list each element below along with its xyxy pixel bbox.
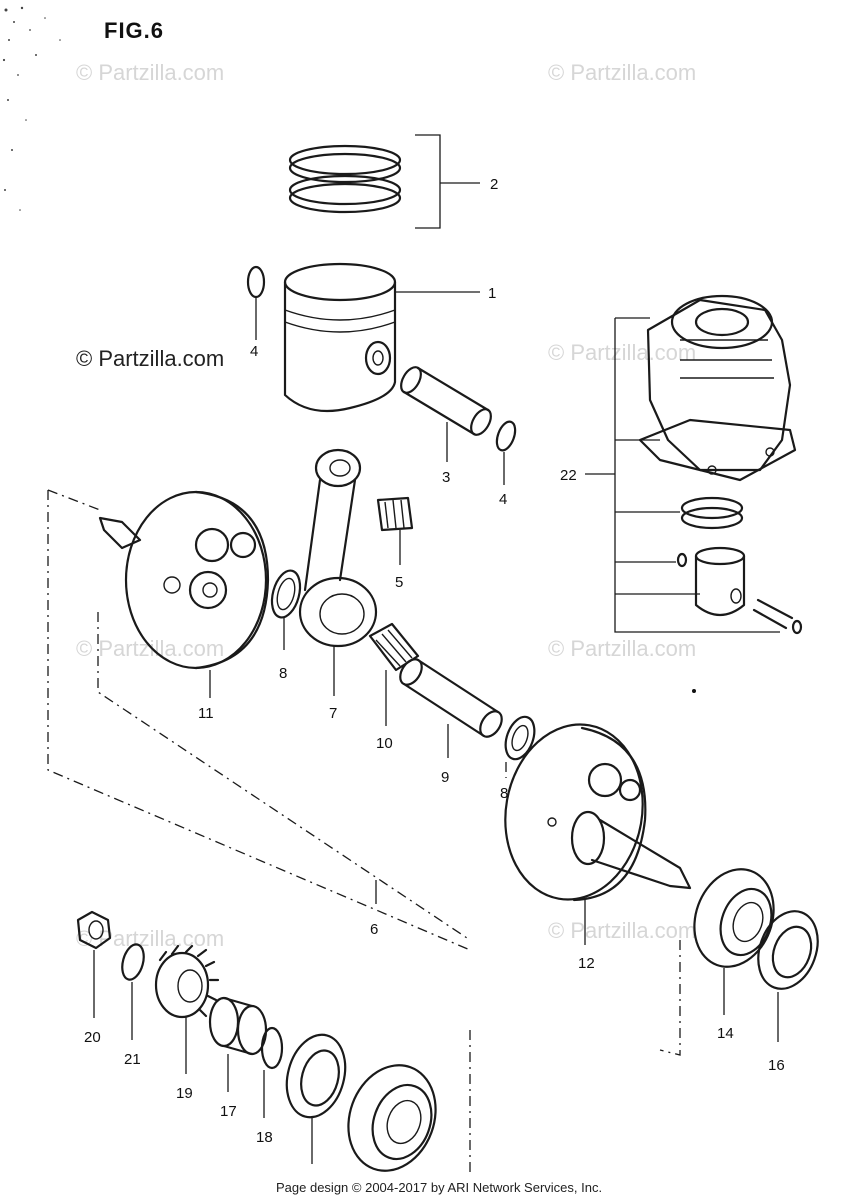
part-circlip-left — [246, 265, 266, 340]
watermark: © Partzilla.com — [76, 926, 224, 951]
callout-17: 17 — [220, 1103, 237, 1120]
part-crank-pin — [399, 658, 503, 758]
part-cylinder-kit — [585, 294, 803, 635]
watermark: © Partzilla.com — [548, 636, 696, 661]
scan-noise — [2, 6, 61, 211]
callout-16: 16 — [768, 1057, 785, 1074]
part-main-bearing-right — [693, 868, 775, 1015]
callout-18: 18 — [256, 1129, 273, 1146]
part-crank-left — [98, 490, 270, 698]
callout-12: 12 — [578, 955, 595, 972]
callout-4-right: 4 — [499, 491, 507, 508]
callout-6: 6 — [370, 921, 378, 938]
callout-9: 9 — [441, 769, 449, 786]
part-crank-right — [504, 723, 692, 945]
callout-14: 14 — [717, 1025, 734, 1042]
part-lock-washer — [121, 943, 145, 1040]
watermark: © Partzilla.com — [76, 60, 224, 85]
callout-19: 19 — [176, 1085, 193, 1102]
part-thrust-washer-right — [504, 715, 536, 778]
part-piston-pin — [400, 366, 492, 462]
callout-20: 20 — [84, 1029, 101, 1046]
part-thrust-washer-left — [270, 569, 302, 650]
copyright-footer: Page design © 2004-2017 by ARI Network S… — [276, 1180, 602, 1195]
watermark: © Partzilla.com — [76, 636, 224, 661]
callout-1: 1 — [488, 285, 496, 302]
callout-22: 22 — [560, 467, 577, 484]
callout-21: 21 — [124, 1051, 141, 1068]
callout-10: 10 — [376, 735, 393, 752]
part-o-ring — [260, 1026, 284, 1118]
callout-7: 7 — [329, 705, 337, 722]
watermark: © Partzilla.com — [548, 340, 696, 365]
part-nut — [76, 910, 112, 1018]
part-small-end-bearing — [376, 496, 414, 565]
part-circlip-right — [495, 420, 517, 485]
figure-title: FIG.6 — [104, 18, 164, 43]
part-piston — [283, 262, 480, 413]
part-spacer — [208, 996, 268, 1092]
part-oil-seal-right — [757, 910, 819, 1042]
callout-8-right: 8 — [500, 785, 508, 802]
callout-2: 2 — [490, 176, 498, 193]
callout-8-left: 8 — [279, 665, 287, 682]
callout-5: 5 — [395, 574, 403, 591]
callout-3: 3 — [442, 469, 450, 486]
part-main-bearing-left — [347, 1064, 437, 1172]
watermark: © Partzilla.com — [76, 346, 224, 371]
part-big-end-bearing — [368, 622, 420, 726]
part-primary-gear — [154, 944, 220, 1074]
watermark: © Partzilla.com — [548, 60, 696, 85]
crankshaft-assembly-bracket — [47, 489, 681, 1172]
watermark: © Partzilla.com — [548, 918, 696, 943]
footer-backdrop — [270, 1176, 580, 1196]
part-connecting-rod — [298, 448, 378, 696]
callout-11: 11 — [198, 705, 214, 722]
part-oil-seal-left — [285, 1033, 347, 1164]
part-piston-rings — [288, 134, 480, 229]
callout-4-left: 4 — [250, 343, 258, 360]
dot-mark — [692, 689, 696, 693]
